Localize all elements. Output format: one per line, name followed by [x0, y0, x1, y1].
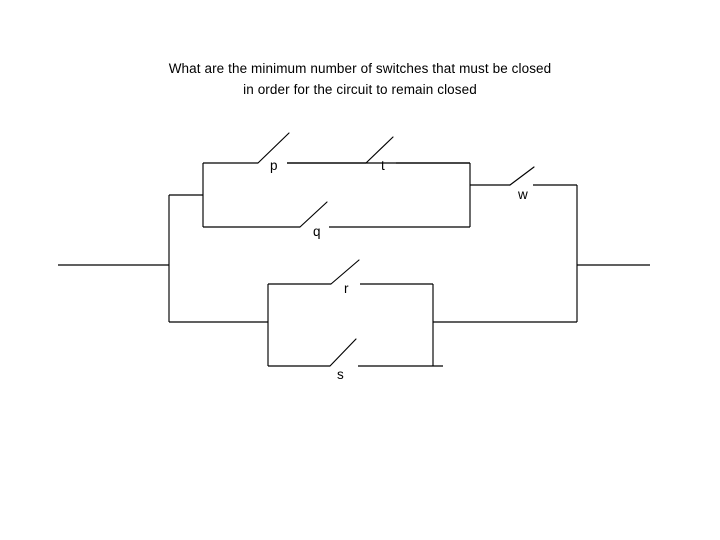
- switch-label-p: p: [270, 158, 278, 173]
- question-line-1: What are the minimum number of switches …: [168, 61, 552, 76]
- switch-r-lever-icon: [330, 259, 360, 285]
- switch-label-r: r: [344, 281, 349, 296]
- wires-group: [58, 163, 650, 366]
- question-line-2: in order for the circuit to remain close…: [243, 82, 477, 97]
- switch-label-w: w: [518, 187, 528, 202]
- switch-label-q: q: [313, 224, 321, 239]
- switch-w-lever-icon: [509, 166, 535, 186]
- switch-p-lever-icon: [257, 132, 290, 164]
- switch-s-lever-icon: [329, 338, 357, 367]
- switches-group: [203, 132, 577, 367]
- switch-q-lever-icon: [299, 201, 328, 228]
- switch-label-t: t: [381, 158, 385, 173]
- switch-label-s: s: [337, 367, 344, 382]
- question-text: What are the minimum number of switches …: [0, 58, 720, 100]
- switch-t-lever-icon: [365, 136, 394, 164]
